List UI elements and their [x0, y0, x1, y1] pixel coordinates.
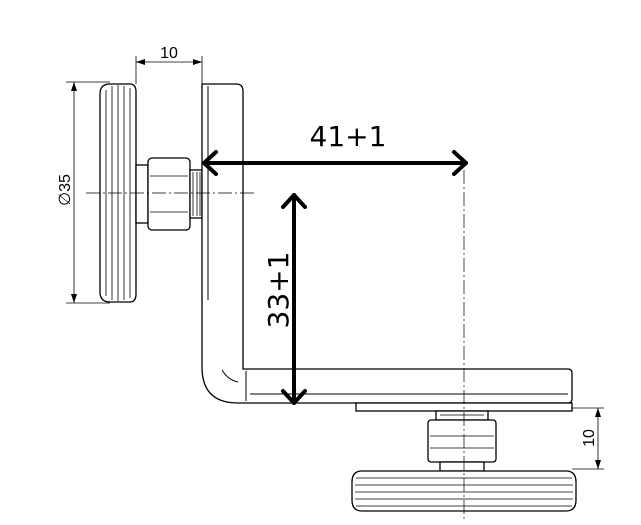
dimension-diameter: ∅35: [57, 82, 77, 303]
dimension-vertical-span: 33+1: [262, 193, 307, 405]
center-lines: [86, 170, 465, 520]
label-vertical-span: 33+1: [262, 252, 295, 329]
label-right-height: 10: [581, 429, 598, 447]
dimension-right-height: 10: [581, 408, 601, 469]
dimension-top-width: 10: [136, 45, 202, 65]
label-horizontal-span: 41+1: [310, 120, 387, 153]
label-diameter: ∅35: [57, 174, 74, 206]
label-top-width: 10: [160, 45, 178, 62]
extension-lines: [66, 56, 604, 470]
l-bracket: [201, 83, 573, 404]
dimension-horizontal-span: 41+1: [202, 120, 468, 176]
